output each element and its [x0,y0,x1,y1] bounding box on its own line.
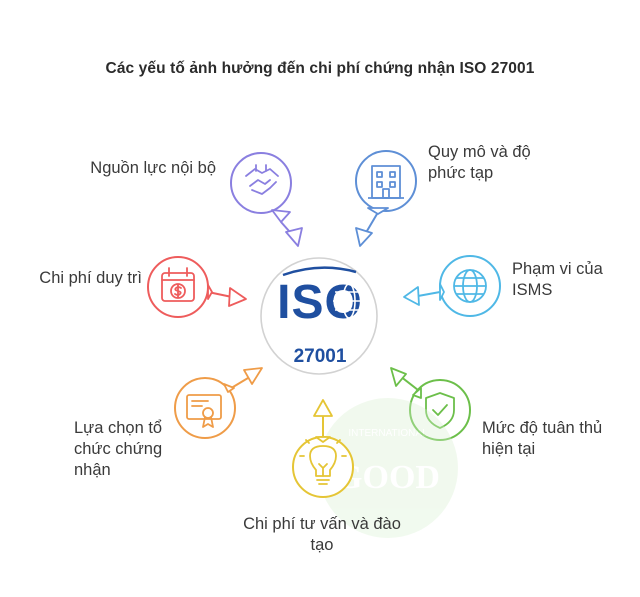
factor-internal-resources [230,152,303,247]
label-internal-resources: Nguồn lực nội bộ [90,159,216,177]
iso-standard-number: 27001 [294,346,347,367]
iso-globe-lines [333,283,365,319]
building-icon [368,165,404,199]
globe-icon [453,269,487,303]
arrow-head [355,227,373,247]
calendar-dollar-icon [161,267,195,302]
arrow-head [390,367,407,387]
factor-certifier-choice [174,367,263,439]
label-consulting-training: Chi phí tư vấn và đào tạo [243,515,401,554]
factor-consulting-training [292,399,354,498]
label-maintenance-cost: Chi phí duy trì [39,269,142,287]
iso-logo-arc-top [282,266,357,277]
center-node: ISO 27001 [260,257,378,375]
arrow-head [228,287,247,307]
factor-circle [230,152,292,214]
factor-compliance-level [390,367,471,441]
label-isms-scope: Phạm vi của ISMS [512,260,603,299]
factor-circle [409,379,471,441]
center-circle [260,257,378,375]
arrow-head [243,367,263,385]
factor-isms-scope [403,255,501,317]
arrow-head [285,227,303,247]
certificate-icon [186,394,222,428]
iso-logo-icon: ISO [277,266,365,329]
watermark-stamp: GOOD INTERNATIONAL [318,398,458,538]
svg-text:INTERNATIONAL: INTERNATIONAL [348,428,428,439]
factor-circle [355,150,417,212]
arrow-head [403,286,420,306]
factor-scale-complexity [355,150,417,247]
label-certifier-choice: Lựa chọn tổ chức chứng nhận [74,419,163,479]
label-compliance-level: Mức độ tuân thủ hiện tại [482,419,603,458]
lightbulb-icon [299,439,347,485]
handshake-icon [245,164,279,195]
diagram-title: Các yếu tố ảnh hưởng đến chi phí chứng n… [105,60,535,77]
factor-maintenance-cost [147,256,247,318]
shield-check-icon [425,392,455,429]
label-scale-complexity: Quy mô và độ phức tạp [428,143,531,182]
arrow-head [313,399,333,417]
